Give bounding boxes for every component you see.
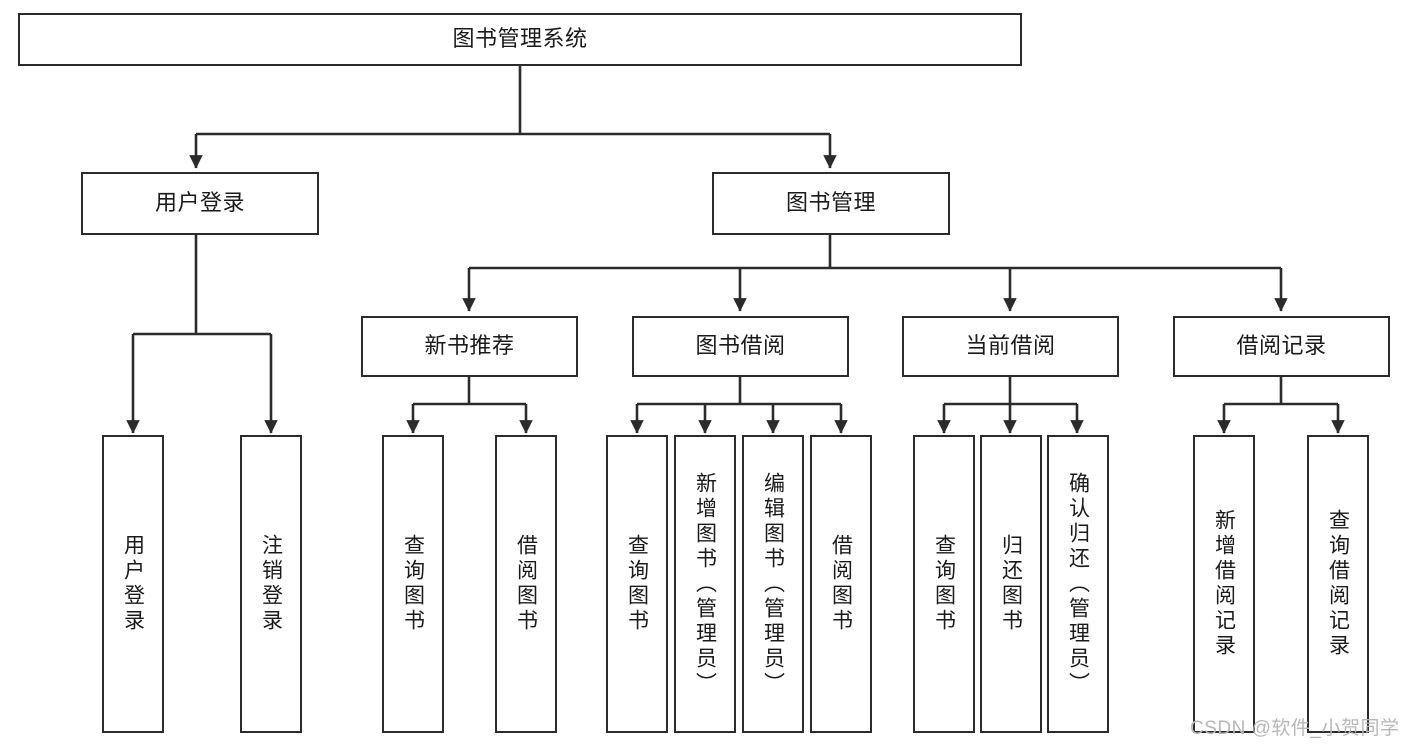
node-borrow-record[interactable]: 借阅记录 bbox=[1173, 316, 1390, 377]
node-leaf-edit-book-label: 编辑图书（管理员） bbox=[761, 471, 785, 697]
node-leaf-logout-login-label: 注销登录 bbox=[259, 534, 283, 634]
node-root[interactable]: 图书管理系统 bbox=[18, 13, 1022, 66]
node-new-book-recommend-label: 新书推荐 bbox=[424, 333, 515, 359]
node-leaf-add-book-label: 新增图书（管理员） bbox=[693, 471, 717, 697]
node-leaf-borrow-book-2-label: 借阅图书 bbox=[829, 534, 853, 634]
node-leaf-logout-login[interactable]: 注销登录 bbox=[240, 435, 302, 733]
node-leaf-user-login[interactable]: 用户登录 bbox=[102, 435, 164, 733]
node-leaf-borrow-book-1[interactable]: 借阅图书 bbox=[495, 435, 557, 733]
node-leaf-add-borrow-record[interactable]: 新增借阅记录 bbox=[1193, 435, 1255, 733]
node-book-manage-label: 图书管理 bbox=[785, 190, 876, 216]
node-leaf-query-book-3[interactable]: 查询图书 bbox=[913, 435, 975, 733]
node-leaf-borrow-book-1-label: 借阅图书 bbox=[514, 534, 538, 634]
node-leaf-query-book-3-label: 查询图书 bbox=[932, 534, 956, 634]
node-leaf-add-book[interactable]: 新增图书（管理员） bbox=[674, 435, 736, 733]
node-leaf-query-borrow-record-label: 查询借阅记录 bbox=[1326, 509, 1350, 659]
node-book-borrow-label: 图书借阅 bbox=[695, 333, 786, 359]
node-leaf-query-book-2-label: 查询图书 bbox=[625, 534, 649, 634]
node-leaf-query-borrow-record[interactable]: 查询借阅记录 bbox=[1307, 435, 1369, 733]
node-leaf-add-borrow-record-label: 新增借阅记录 bbox=[1212, 509, 1236, 659]
node-leaf-confirm-return-label: 确认归还（管理员） bbox=[1066, 471, 1090, 697]
node-borrow-record-label: 借阅记录 bbox=[1236, 333, 1327, 359]
node-leaf-confirm-return[interactable]: 确认归还（管理员） bbox=[1047, 435, 1109, 733]
node-leaf-return-book[interactable]: 归还图书 bbox=[980, 435, 1042, 733]
node-book-manage[interactable]: 图书管理 bbox=[712, 172, 950, 235]
node-leaf-query-book-1-label: 查询图书 bbox=[401, 534, 425, 634]
node-current-borrow[interactable]: 当前借阅 bbox=[902, 316, 1119, 377]
node-book-borrow[interactable]: 图书借阅 bbox=[632, 316, 849, 377]
node-new-book-recommend[interactable]: 新书推荐 bbox=[361, 316, 578, 377]
watermark: CSDN @软件_小贺同学 bbox=[1190, 718, 1400, 739]
node-leaf-edit-book[interactable]: 编辑图书（管理员） bbox=[742, 435, 804, 733]
node-root-label: 图书管理系统 bbox=[452, 26, 588, 52]
node-user-login-label: 用户登录 bbox=[154, 190, 245, 216]
node-user-login[interactable]: 用户登录 bbox=[81, 172, 319, 235]
node-leaf-query-book-1[interactable]: 查询图书 bbox=[382, 435, 444, 733]
node-current-borrow-label: 当前借阅 bbox=[965, 333, 1056, 359]
node-leaf-borrow-book-2[interactable]: 借阅图书 bbox=[810, 435, 872, 733]
node-leaf-user-login-label: 用户登录 bbox=[121, 534, 145, 634]
node-leaf-query-book-2[interactable]: 查询图书 bbox=[606, 435, 668, 733]
node-leaf-return-book-label: 归还图书 bbox=[999, 534, 1023, 634]
